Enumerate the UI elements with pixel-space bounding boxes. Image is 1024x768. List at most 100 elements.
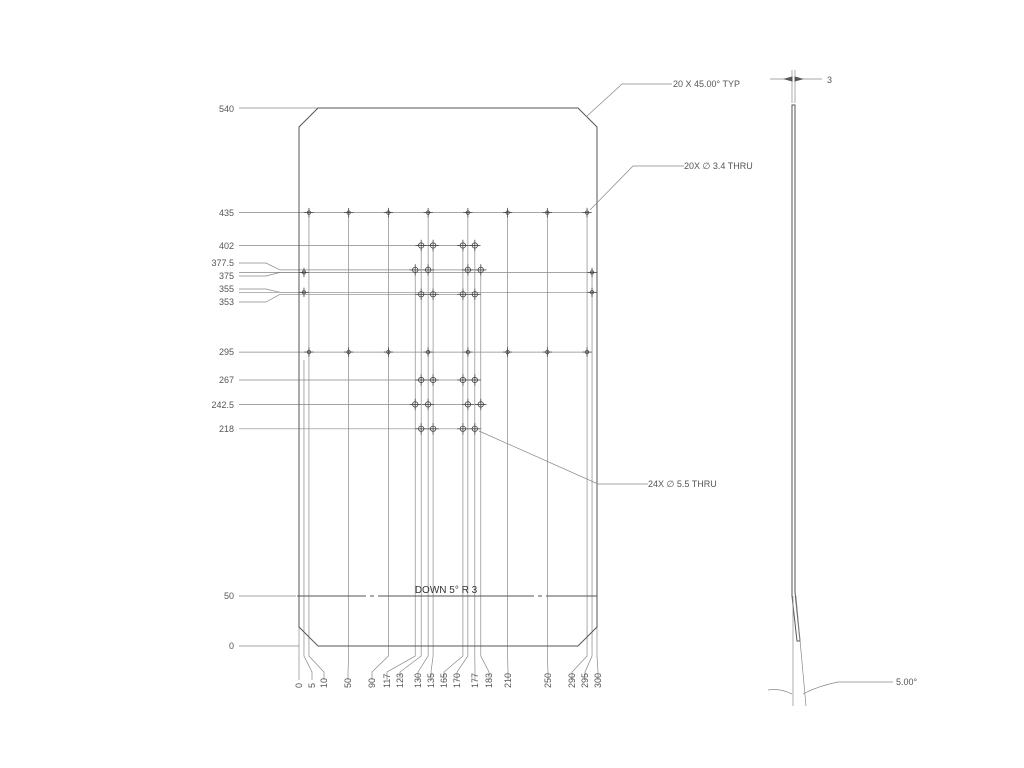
x-extension-line <box>303 360 313 680</box>
x-label-290: 290 <box>567 673 577 688</box>
x-ordinate-labels: 0 5 10 50 90 117 123 130 135 165 170 177… <box>294 673 603 688</box>
y-label-218: 218 <box>219 424 234 434</box>
small-hole <box>423 207 433 218</box>
large-hole <box>457 239 469 252</box>
small-hole <box>502 347 513 357</box>
x-label-123: 123 <box>395 673 405 688</box>
y-label-267: 267 <box>219 375 234 385</box>
extension-lines <box>239 107 599 680</box>
large-hole <box>457 423 469 435</box>
x-label-210: 210 <box>503 673 513 688</box>
large-hole <box>415 423 427 435</box>
y-label-402: 402 <box>219 241 234 251</box>
small-hole <box>343 207 354 218</box>
x-label-10: 10 <box>319 678 329 688</box>
x-extension-line <box>456 216 469 680</box>
x-extension-line <box>596 627 599 680</box>
x-label-250: 250 <box>543 673 553 688</box>
small-hole <box>383 207 394 218</box>
x-label-183: 183 <box>484 673 494 688</box>
large-hole <box>469 423 481 435</box>
small-hole <box>542 347 553 357</box>
x-extension-line <box>571 216 588 680</box>
small-hole <box>304 207 314 218</box>
y-label-50: 50 <box>224 591 234 601</box>
y-jog-leader <box>239 293 479 303</box>
large-hole <box>469 374 481 386</box>
large-hole <box>457 288 469 301</box>
large-hole <box>427 374 439 386</box>
x-label-300: 300 <box>593 673 603 688</box>
y-ordinate-labels: 540 435 402 377.5 375 355 353 295 267 24… <box>211 104 234 651</box>
y-label-295: 295 <box>219 347 234 357</box>
small-hole <box>423 347 433 357</box>
large-hole <box>427 239 439 252</box>
x-extension-line <box>430 247 434 680</box>
x-extension-line <box>386 272 416 680</box>
large-hole <box>427 288 439 301</box>
small-hole <box>542 207 553 218</box>
bend-label: DOWN 5° R 3 <box>415 585 478 596</box>
small-hole <box>582 207 592 218</box>
small-hole <box>299 267 309 278</box>
small-hole-callout: 20X ∅ 3.4 THRU <box>684 161 753 171</box>
y-label-375: 375 <box>219 271 234 281</box>
side-profile <box>791 104 801 642</box>
y-label-353: 353 <box>219 297 234 307</box>
x-label-170: 170 <box>452 673 462 688</box>
hole-pattern <box>299 207 597 435</box>
y-label-377-5: 377.5 <box>211 258 234 268</box>
x-extension-line <box>417 216 429 680</box>
chamfer-callout: 20 X 45.00° TYP <box>673 79 740 89</box>
large-hole <box>475 264 487 276</box>
small-hole <box>383 347 394 357</box>
side-view: 3 5.00° <box>767 70 918 707</box>
y-label-0: 0 <box>229 641 234 651</box>
chamfer-leader <box>585 83 672 118</box>
small-hole <box>343 347 354 357</box>
small-hole <box>299 287 309 298</box>
large-hole <box>469 239 481 252</box>
x-extension-line <box>347 216 350 680</box>
large-hole <box>409 264 421 276</box>
small-hole-leader <box>589 165 684 211</box>
x-extension-line <box>546 216 549 680</box>
small-hole <box>582 347 592 357</box>
x-label-130: 130 <box>413 673 423 688</box>
small-hole <box>587 287 597 298</box>
x-extension-line <box>399 247 422 680</box>
bend-angle-label: 5.00° <box>896 677 918 687</box>
large-hole <box>427 423 439 435</box>
x-extension-line <box>480 272 490 680</box>
x-label-165: 165 <box>439 673 449 688</box>
x-label-5: 5 <box>307 683 317 688</box>
large-hole <box>475 398 487 411</box>
large-hole <box>415 288 427 301</box>
y-label-540: 540 <box>219 104 234 114</box>
x-extension-line <box>584 273 593 680</box>
x-label-117: 117 <box>382 674 392 688</box>
large-hole <box>422 264 434 276</box>
x-label-177: 177 <box>470 673 480 688</box>
y-label-435: 435 <box>219 208 234 218</box>
x-label-135: 135 <box>426 673 436 688</box>
y-label-242-5: 242.5 <box>211 400 234 410</box>
plate-outline <box>298 107 598 647</box>
large-hole <box>469 288 481 301</box>
large-hole <box>457 374 469 386</box>
x-label-90: 90 <box>367 678 377 688</box>
x-label-50: 50 <box>343 678 353 688</box>
large-hole <box>462 398 474 411</box>
y-jog-leader <box>239 272 304 277</box>
large-hole-callout: 24X ∅ 5.5 THRU <box>648 479 717 489</box>
y-label-355: 355 <box>219 284 234 294</box>
thickness-label: 3 <box>827 75 832 85</box>
large-hole <box>415 239 427 252</box>
x-label-0: 0 <box>294 683 304 688</box>
large-hole <box>415 374 427 386</box>
x-label-295: 295 <box>580 673 590 688</box>
small-hole <box>502 207 513 218</box>
large-hole <box>409 398 421 411</box>
x-extension-line <box>371 216 389 680</box>
x-extension-line <box>308 216 325 680</box>
